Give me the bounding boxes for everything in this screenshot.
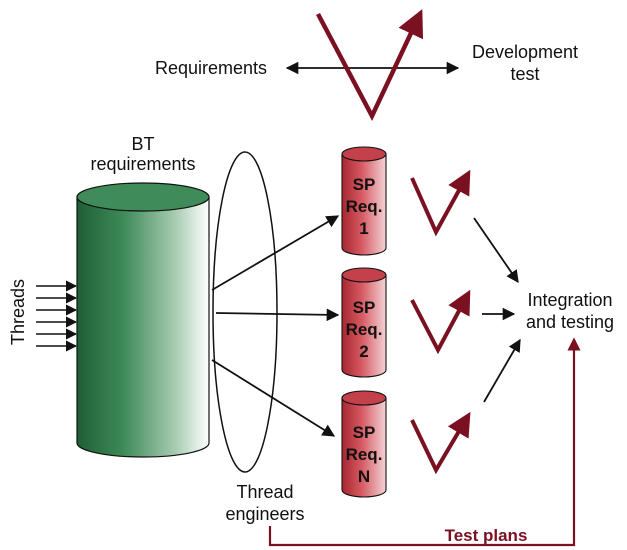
- v-model-icon: [316, 9, 424, 122]
- thread-engineers-ellipse: [212, 151, 278, 473]
- thread-engineers-label-line1: Thread: [236, 482, 293, 502]
- sp-requirement-n: SP Req. N: [341, 390, 387, 498]
- sp-label-line2: Req.: [346, 445, 383, 464]
- requirements-label: Requirements: [155, 58, 267, 78]
- integration-label-line2: and testing: [526, 312, 614, 332]
- threads-label: Threads: [8, 279, 28, 345]
- v-model-icon-sp2: [410, 289, 471, 355]
- sp-label-line1: SP: [353, 298, 376, 317]
- sp-requirement-1: SP Req. 1: [341, 146, 387, 256]
- sp-label-line1: SP: [353, 423, 376, 442]
- test-plans-feedback-arrow: [268, 337, 581, 547]
- bt-to-sp2-arrow: [215, 308, 340, 322]
- v-model-icon-spn: [410, 411, 471, 475]
- development-test-label-line2: test: [510, 64, 539, 84]
- threads-input: Threads: [8, 279, 78, 352]
- thread-engineers-label-line2: engineers: [225, 504, 304, 524]
- sp-label-line2: Req.: [346, 320, 383, 339]
- sp-label-line1: SP: [353, 175, 376, 194]
- sp-label-line2: Req.: [346, 197, 383, 216]
- development-test-label-line1: Development: [472, 42, 578, 62]
- top-v-model: Requirements Development test: [155, 9, 578, 122]
- bt-to-sp1-arrow: [211, 215, 340, 291]
- bt-requirements-cylinder: BT requirements: [76, 134, 210, 458]
- v-model-icon-sp1: [410, 169, 471, 237]
- integration-label-line1: Integration: [527, 290, 612, 310]
- sp-label-line3: 2: [359, 342, 368, 361]
- bt-label-line1: BT: [131, 134, 154, 154]
- sp-requirement-2: SP Req. 2: [341, 267, 387, 378]
- sp-label-line3: 1: [359, 219, 368, 238]
- spn-to-integration-arrow: [483, 338, 521, 403]
- sp1-to-integration-arrow: [473, 217, 519, 284]
- bt-label-line2: requirements: [90, 154, 195, 174]
- sp-label-line3: N: [358, 467, 370, 486]
- bt-to-spn-arrow: [211, 359, 336, 437]
- test-plans-label: Test plans: [445, 526, 528, 545]
